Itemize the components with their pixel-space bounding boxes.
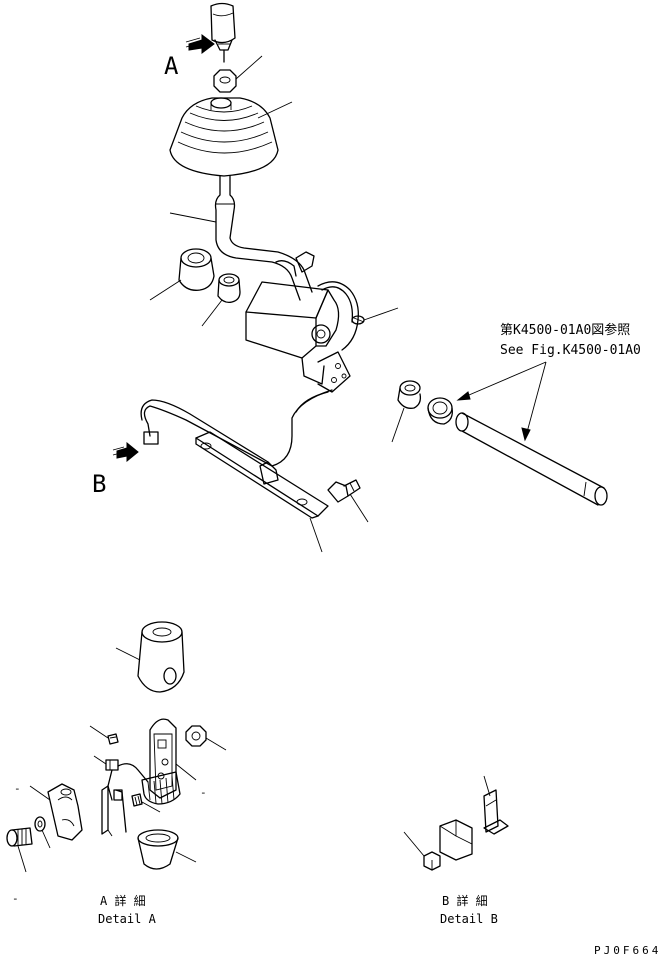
leader-nut	[235, 55, 263, 80]
bushing-large	[178, 248, 215, 291]
view-label-a: A	[164, 52, 179, 80]
view-label-b: B	[92, 470, 106, 498]
detail-b-small-cube	[423, 851, 441, 871]
leader-connector	[93, 755, 107, 765]
shaft-rod	[455, 412, 608, 506]
detail-a-switch-body	[149, 718, 177, 799]
leader-clip	[89, 725, 109, 739]
leader-screw	[17, 845, 27, 873]
leader-bushing-small	[201, 299, 223, 327]
leader-knob-base	[175, 763, 197, 781]
leader-harness	[363, 307, 399, 321]
snap-ring	[427, 397, 453, 425]
detail-a-screw	[6, 827, 33, 847]
wire-harness-upper	[317, 281, 365, 351]
lever-shaft	[214, 175, 315, 301]
detail-a-clip	[107, 733, 119, 745]
detail-b-title-en: Detail B	[440, 912, 498, 926]
leader-switch-plate	[483, 775, 491, 797]
leader-shaft-bushing	[391, 407, 405, 443]
nut	[213, 69, 237, 93]
leader-lever	[169, 212, 217, 223]
detail-a-small-block	[131, 793, 143, 807]
drawing-number: PJ0F664	[594, 944, 661, 957]
wire-harness-lower	[271, 389, 333, 467]
leader-bracket-half	[29, 785, 51, 801]
detail-a-washer	[34, 816, 46, 832]
leader-bolt	[349, 493, 369, 523]
reference-text-jp: 第K4500-01A0図参照	[500, 322, 630, 338]
detail-a-cup	[137, 829, 179, 870]
leader-cup	[175, 851, 197, 863]
shaft-bushing	[397, 380, 422, 409]
lever-housing	[245, 281, 351, 393]
detail-a-title-jp: A 詳 細	[100, 893, 146, 908]
detail-a-nut	[185, 725, 207, 747]
leader-rod-pin	[107, 829, 113, 837]
view-b-arrow	[112, 441, 139, 463]
detail-a-bracket-half	[47, 783, 83, 841]
detail-a-knob-base	[141, 771, 181, 805]
detail-b-title-jp: B 詳 細	[442, 893, 488, 908]
leader-knob-shell	[115, 647, 141, 661]
harness-left	[140, 399, 273, 467]
detail-a-knob-shell	[137, 621, 185, 693]
bolt	[327, 479, 361, 503]
reference-text-en: See Fig.K4500-01A0	[500, 343, 641, 358]
detail-b-switch-plate	[483, 789, 509, 835]
lever-knob	[210, 2, 236, 63]
rubber-boot	[169, 97, 279, 177]
leader-small-block	[141, 801, 161, 813]
leader-detail-a-nut	[205, 737, 227, 751]
detail-b-block	[439, 819, 473, 861]
detail-a-dash-2: -	[14, 782, 21, 795]
bushing-small	[217, 273, 241, 304]
detail-a-dash-3: -	[12, 892, 19, 905]
leader-bushing-large	[149, 279, 182, 301]
view-a-arrow	[185, 34, 215, 54]
reference-leaders	[456, 361, 547, 442]
detail-a-rod-pin	[101, 785, 127, 835]
leader-small-cube	[403, 831, 425, 857]
leader-boot	[257, 101, 293, 119]
detail-a-title-en: Detail A	[98, 912, 157, 926]
leader-washer	[41, 829, 51, 849]
bracket-bar	[195, 431, 329, 519]
leader-bracket	[309, 517, 323, 553]
detail-a-dash-1: -	[200, 786, 207, 799]
